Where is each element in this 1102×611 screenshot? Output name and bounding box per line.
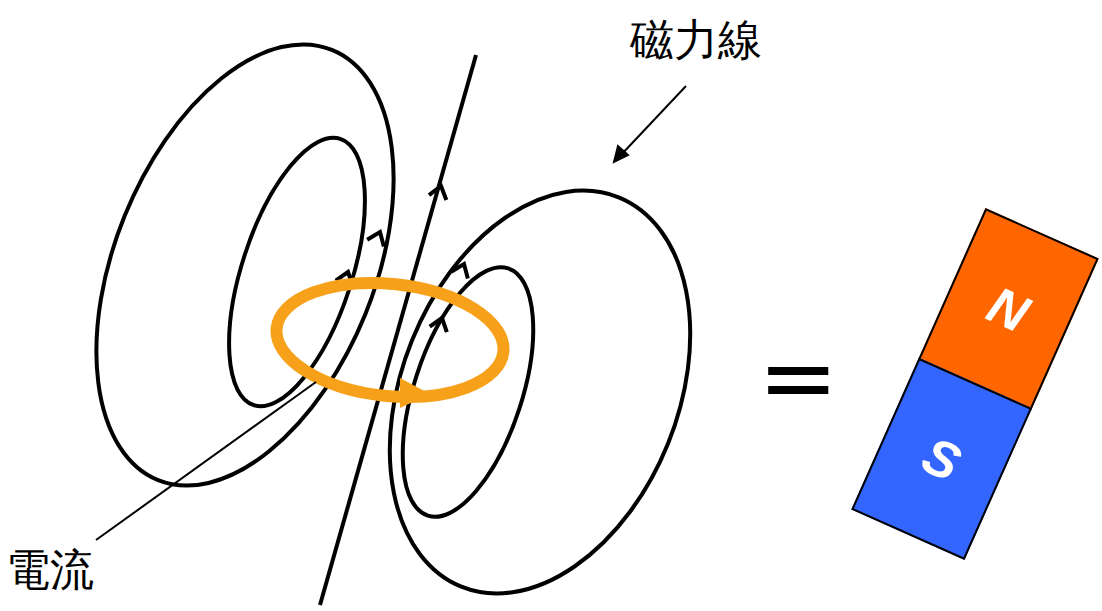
leaders <box>96 86 686 540</box>
field-arrowhead <box>430 315 451 332</box>
leader-line <box>620 86 686 156</box>
leader-arrowhead <box>614 146 628 162</box>
field-arrowhead <box>367 229 388 247</box>
pole-letter: N <box>981 278 1036 341</box>
field-arrows <box>336 184 473 333</box>
current-arrowhead <box>400 378 430 408</box>
axis-line <box>320 55 476 605</box>
field-lines <box>38 1 747 611</box>
field-arrowhead <box>429 184 450 200</box>
bar-magnet: NS <box>851 208 1099 560</box>
equals-sign: = <box>758 330 838 426</box>
field-line-label: 磁力線 <box>630 18 762 62</box>
field-line <box>201 122 392 422</box>
current-ring <box>271 272 509 407</box>
field-line <box>333 146 746 611</box>
pole-letter: S <box>915 428 968 490</box>
field-arrowhead <box>451 261 472 279</box>
current-label: 電流 <box>6 548 94 592</box>
leader-line <box>96 382 316 540</box>
